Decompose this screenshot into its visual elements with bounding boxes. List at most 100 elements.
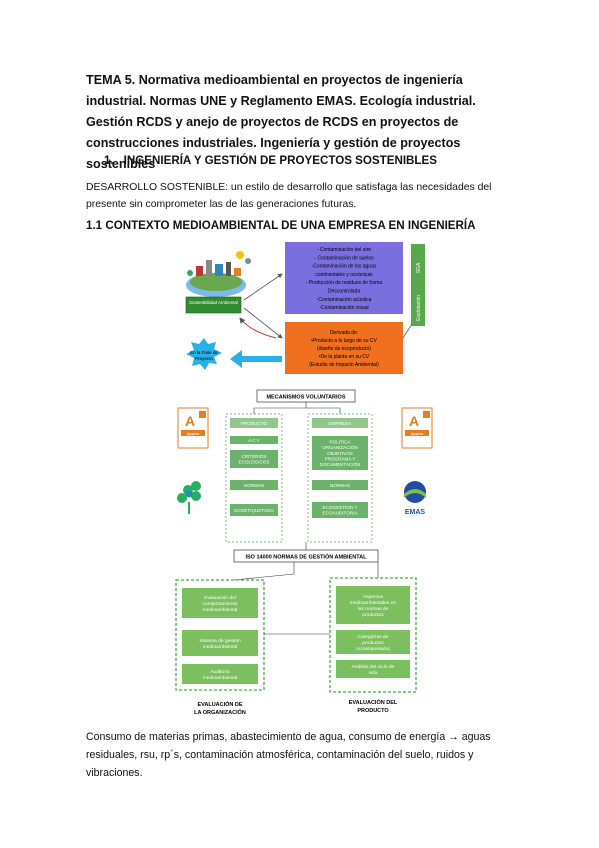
eu-ecolabel-flower-icon	[177, 481, 201, 514]
company-column-label: ECOGESTION Y	[323, 505, 358, 510]
organization-item-label: medioambiental	[203, 644, 238, 650]
environmental-context-diagram: Sostenibilidad Ambiental - Contaminación…	[176, 238, 436, 380]
organization-items: Evaluación delcomportamientomedioambient…	[182, 588, 258, 684]
product-item-label: Aspectos	[363, 594, 384, 600]
company-column: EMPRESA POLÍTICAORGANIZACIÓNOBJETIVOSPROG…	[312, 418, 368, 518]
product-column-label: ECOLÓGICOS	[239, 459, 270, 465]
product-column-box	[230, 504, 278, 516]
organization-item-box	[182, 588, 258, 618]
contamination-item: - Producción de residuos de forma	[306, 280, 383, 286]
company-column-label: NORMAS	[330, 483, 350, 488]
document-title: TEMA 5. Normativa medioambiental en proy…	[86, 73, 476, 171]
contamination-list: - Contaminación del aire - Contaminación …	[306, 247, 383, 311]
organization-item-box	[182, 630, 258, 656]
section-title: INGENIERÍA Y GESTIÓN DE PROYECTOS SOSTEN…	[123, 154, 437, 167]
company-column-label: EMPRESA	[329, 421, 352, 426]
sustainability-illustration	[186, 251, 251, 297]
section-heading-1-1: 1.1 CONTEXTO MEDIOAMBIENTAL DE UNA EMPRE…	[86, 219, 476, 232]
organization-item-label: Evaluación del	[204, 595, 236, 601]
product-item-label: (ecoetiquetado)	[356, 646, 390, 652]
company-column-box	[312, 480, 368, 490]
product-column-box	[230, 436, 278, 444]
phase-label-1: En la Fase de	[190, 350, 218, 355]
closing-paragraph: Consumo de materias primas, abastecimien…	[86, 731, 491, 779]
organization-frame	[175, 579, 265, 691]
derived-item: (Estudio de Impacto Ambiental)	[309, 362, 379, 368]
sustainability-box	[185, 296, 242, 314]
product-column-box	[230, 418, 278, 428]
project-phase-badge	[186, 338, 222, 370]
company-column-label: POLÍTICA	[330, 439, 352, 445]
organization-item-label: Auditoría	[210, 669, 230, 675]
applus-logo-left: A Applus	[177, 407, 209, 449]
product-item-label: Categorías de	[358, 634, 389, 640]
product-frame	[329, 577, 417, 693]
company-column-label: OBJETIVOS	[327, 451, 353, 456]
product-item-label: Análisis del ciclo de	[352, 664, 395, 670]
svg-text:A: A	[409, 413, 419, 429]
emas-text: EMAS	[405, 509, 426, 516]
product-item-label: medioambientales en	[350, 600, 397, 606]
section-heading-1: 1. INGENIERÍA Y GESTIÓN DE PROYECTOS SOST…	[104, 154, 437, 167]
phase-label-2: Proyecto	[195, 356, 213, 361]
cyan-arrow	[230, 350, 282, 368]
derived-item: •Producto a lo largo de su CV	[311, 338, 377, 344]
contamination-item: -Contaminación visual	[319, 305, 368, 311]
mechanisms-header: MECANISMOS VOLUNTARIOS	[266, 395, 345, 401]
derived-item: Derivada de:	[330, 330, 358, 336]
product-column-label: PRODUCTO	[241, 421, 268, 426]
sustainability-label: Sostenibilidad Ambiental	[189, 300, 238, 305]
product-column-box	[230, 480, 278, 490]
company-column-box	[312, 502, 368, 518]
applus-text-left: Applus	[187, 431, 199, 436]
sga-exploitation-label: Explotación	[416, 295, 422, 321]
contamination-item: -Contaminación de las aguas	[312, 264, 377, 270]
product-item-label: productos	[362, 640, 384, 646]
contamination-item: continentales y oceánicas	[315, 272, 373, 278]
product-column-label: NORMAS	[244, 483, 264, 488]
product-column-label: A C V	[248, 438, 261, 443]
emas-logo: EMAS	[404, 481, 426, 516]
contamination-item: - Contaminación del aire	[317, 247, 371, 253]
product-item-box	[336, 630, 410, 654]
applus-text-right: Applus	[411, 431, 423, 436]
contamination-item: - Contaminación de suelos	[314, 255, 374, 261]
company-column-label: ORGANIZACIÓN	[322, 444, 357, 450]
product-column-label: ECOETIQUETADO	[234, 508, 274, 513]
definition-paragraph: DESARROLLO SOSTENIBLE: un estilo de desa…	[86, 182, 492, 210]
sga-bar	[411, 244, 425, 326]
contamination-item: -Contaminación acústica	[317, 297, 372, 303]
iso-header-box	[233, 549, 379, 563]
voluntary-mechanisms-diagram: MECANISMOS VOLUNTARIOS PRODUCTO A C V CRIT…	[174, 384, 436, 724]
organization-item-label: medioambiental	[203, 607, 238, 613]
product-item-box	[336, 586, 410, 624]
organization-item-box	[182, 664, 258, 684]
company-column-label: ECOAUDITORIA	[323, 511, 359, 516]
section-number: 1.	[104, 154, 114, 167]
org-caption-line1: EVALUACIÓN DE	[197, 700, 242, 708]
product-caption-line1: EVALUACIÓN DEL	[349, 698, 398, 706]
product-column-label: CRITERIOS	[241, 454, 266, 459]
contamination-item: Descontrolada	[328, 289, 360, 295]
derived-list: Derivada de: •Producto a lo largo de su C…	[309, 330, 379, 368]
product-item-label: vida	[369, 670, 378, 676]
company-column-label: PROGRAMA Y	[325, 456, 356, 461]
iso-header: ISO 14000 NORMAS DE GESTIÓN AMBIENTAL	[245, 553, 367, 561]
organization-item-label: Sistema de gestión	[199, 638, 241, 644]
product-item-label: productos	[362, 612, 384, 618]
product-item-label: las normas de	[358, 606, 389, 612]
contamination-box	[285, 242, 403, 314]
sga-label: SGA	[416, 262, 422, 273]
org-caption-line2: LA ORGANIZACIÓN	[194, 708, 246, 716]
organization-item-label: medioambiental	[203, 675, 238, 681]
derived-item: •De la planta en su CV	[319, 354, 370, 360]
product-column-box	[230, 450, 278, 468]
derived-item: (diseño de ecoproducto)	[317, 346, 371, 352]
product-item-box	[336, 660, 410, 678]
company-column-label: DOCUMENTACIÓN	[320, 461, 361, 467]
company-column-box	[312, 418, 368, 428]
organization-item-label: comportamiento	[202, 601, 237, 607]
applus-logo-right: A Applus	[401, 407, 433, 449]
